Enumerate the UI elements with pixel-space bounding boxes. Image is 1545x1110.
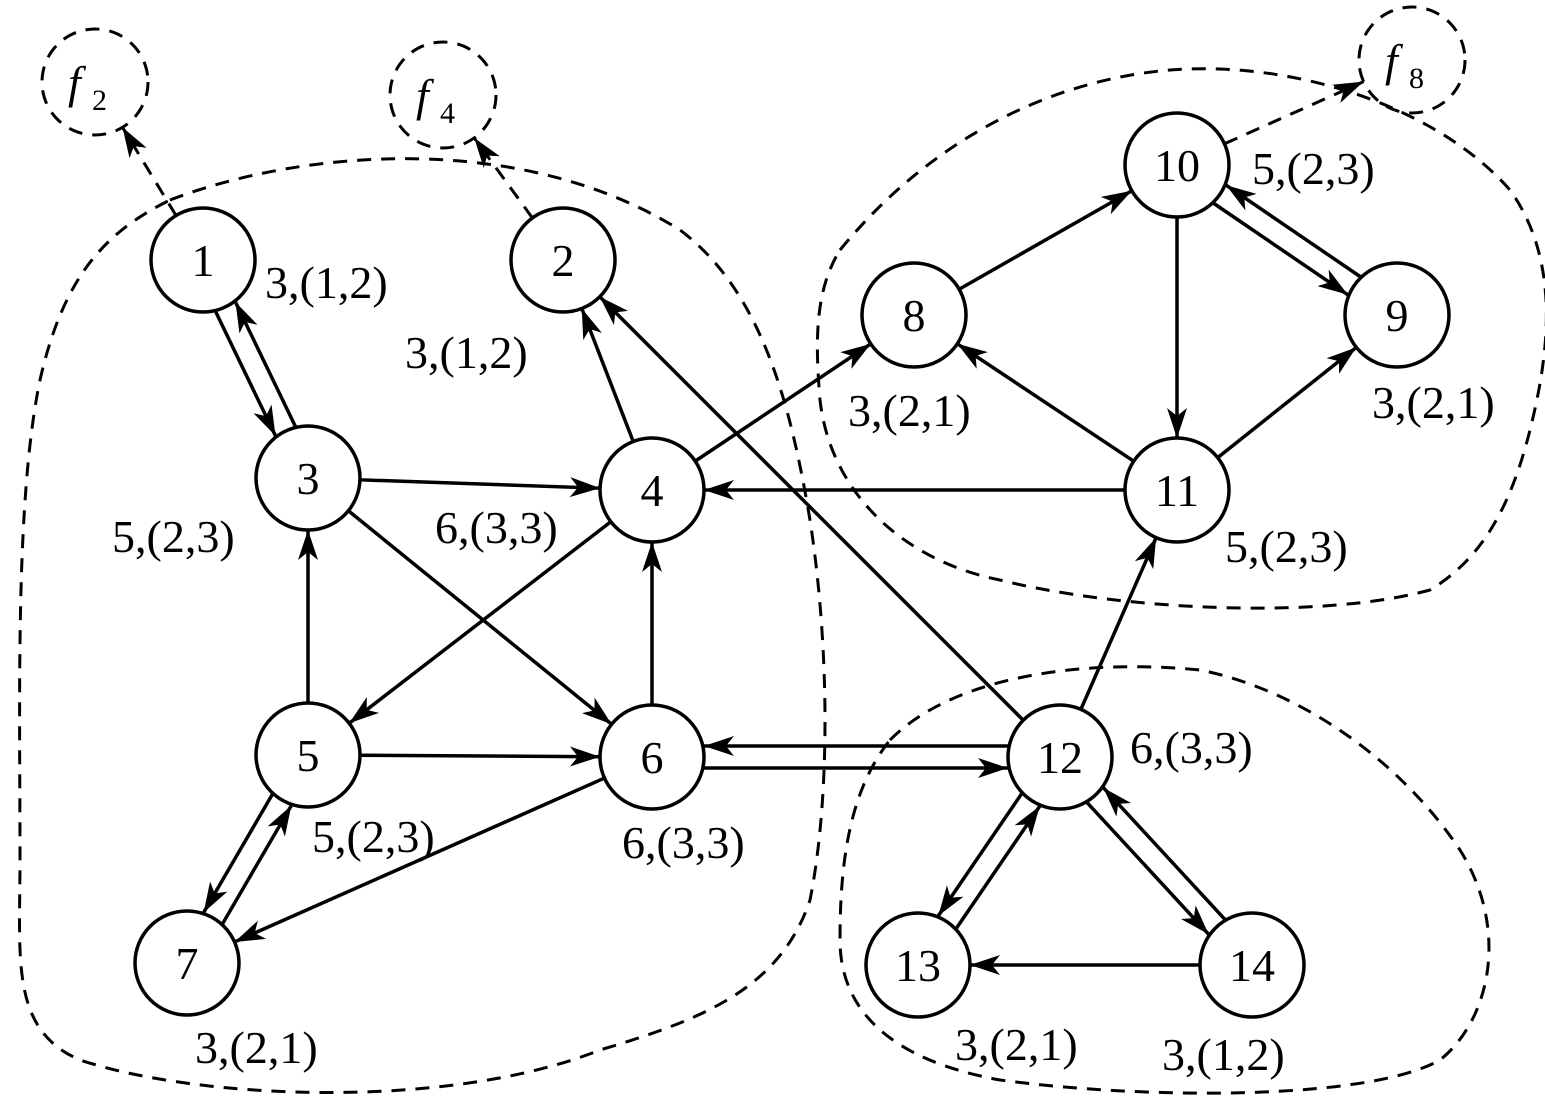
node-13-label: 13 xyxy=(895,940,941,991)
virtual-node-f8-letter: f xyxy=(1385,35,1404,86)
node-4-circle xyxy=(598,436,706,544)
edge-1-to-3 xyxy=(214,310,278,437)
virtual-node-f2-subscript: 2 xyxy=(92,84,107,117)
virtual-node-f4-subscript: 4 xyxy=(440,97,455,130)
node-12-label: 12 xyxy=(1037,732,1083,783)
node-3-label: 3 xyxy=(297,453,320,504)
node-12: 12 xyxy=(1006,703,1114,811)
virtual-node-f2-letter: f xyxy=(68,57,87,108)
node-10: 10 xyxy=(1123,111,1231,219)
node-10-attr-label: 5,(2,3) xyxy=(1252,143,1375,194)
edge-11-to-9 xyxy=(1216,346,1358,459)
node-10-circle xyxy=(1123,111,1231,219)
edge-4-to-5 xyxy=(348,520,612,725)
edges xyxy=(202,183,1362,975)
node-9-circle xyxy=(1343,261,1451,369)
node-4-attr-label: 6,(3,3) xyxy=(435,502,558,553)
node-7: 7 xyxy=(133,909,241,1017)
node-3-attr-label: 5,(2,3) xyxy=(112,511,235,562)
node-5: 5 xyxy=(254,701,362,809)
node-5-circle xyxy=(254,701,362,809)
node-8-attr-label: 3,(2,1) xyxy=(848,385,971,436)
edge-6-to-7 xyxy=(233,776,606,944)
edge-3-to-6 xyxy=(347,509,613,726)
node-11-attr-label: 5,(2,3) xyxy=(1225,521,1348,572)
node-10-label: 10 xyxy=(1154,140,1200,191)
node-3-circle xyxy=(254,424,362,532)
node-2-label: 2 xyxy=(552,235,575,286)
edge-5-to-6 xyxy=(359,746,601,767)
node-12-attr-label: 6,(3,3) xyxy=(1130,722,1253,773)
edge-12-to-14 xyxy=(1085,801,1210,936)
node-1-attr-label: 3,(1,2) xyxy=(265,257,388,308)
region-lower-right-boundary xyxy=(838,665,1491,1095)
virtual-edge-1-to-f2 xyxy=(121,126,178,217)
node-7-label: 7 xyxy=(176,938,199,989)
virtual-node-f8: f 8 xyxy=(1357,5,1467,115)
edge-14-to-12 xyxy=(1102,786,1227,921)
virtual-edges xyxy=(121,80,1365,219)
node-6: 6 xyxy=(598,703,706,811)
edge-12-to-2 xyxy=(598,295,1025,722)
node-2-attr-label: 3,(1,2) xyxy=(405,327,528,378)
node-13-attr-label: 3,(2,1) xyxy=(955,1019,1078,1070)
node-3: 3 xyxy=(254,424,362,532)
node-13-circle xyxy=(864,911,972,1019)
node-9-attr-label: 3,(2,1) xyxy=(1372,377,1495,428)
region-left-boundary xyxy=(18,157,827,1094)
virtual-node-f4: f 4 xyxy=(388,40,498,150)
edge-11-to-8 xyxy=(956,342,1135,463)
node-11-label: 11 xyxy=(1155,465,1199,516)
edge-12-to-11 xyxy=(1079,536,1158,711)
edge-3-to-4 xyxy=(359,477,601,498)
edge-8-to-10 xyxy=(958,189,1133,291)
node-2: 2 xyxy=(509,206,617,314)
node-6-circle xyxy=(598,703,706,811)
virtual-node-f2: f 2 xyxy=(40,27,150,137)
node-11-circle xyxy=(1123,436,1231,544)
node-2-circle xyxy=(509,206,617,314)
node-8-circle xyxy=(860,261,968,369)
node-11: 11 xyxy=(1123,436,1231,544)
node-14-circle xyxy=(1198,911,1306,1019)
edge-4-to-8 xyxy=(694,342,872,463)
edge-12-to-13 xyxy=(936,792,1024,917)
node-5-attr-label: 5,(2,3) xyxy=(312,811,435,862)
node-14-attr-label: 3,(1,2) xyxy=(1162,1029,1285,1080)
region-upper-right-boundary xyxy=(815,67,1545,610)
node-4-label: 4 xyxy=(641,465,664,516)
virtual-node-f4-letter: f xyxy=(416,70,435,121)
node-7-circle xyxy=(133,909,241,1017)
edge-10-to-9 xyxy=(1212,201,1349,297)
node-12-circle xyxy=(1006,703,1114,811)
node-14-label: 14 xyxy=(1229,940,1275,991)
node-8-label: 8 xyxy=(903,290,926,341)
node-8: 8 xyxy=(860,261,968,369)
edge-5-to-7 xyxy=(202,793,274,914)
node-4: 4 xyxy=(598,436,706,544)
node-13: 13 xyxy=(864,911,972,1019)
node-1-label: 1 xyxy=(192,235,215,286)
edge-4-to-2 xyxy=(580,307,635,443)
node-9: 9 xyxy=(1343,261,1451,369)
node-5-label: 5 xyxy=(297,730,320,781)
node-1-circle xyxy=(149,206,257,314)
node-14: 14 xyxy=(1198,911,1306,1019)
node-7-attr-label: 3,(2,1) xyxy=(195,1022,318,1073)
node-6-label: 6 xyxy=(641,732,664,783)
virtual-node-f8-subscript: 8 xyxy=(1409,62,1424,95)
node-6-attr-label: 6,(3,3) xyxy=(622,817,745,868)
edge-13-to-12 xyxy=(954,805,1042,930)
virtual-edge-2-to-f4 xyxy=(472,136,534,219)
edge-3-to-1 xyxy=(233,301,297,428)
node-1: 1 xyxy=(149,206,257,314)
edge-9-to-10 xyxy=(1225,183,1362,279)
virtual-edge-10-to-f8 xyxy=(1223,80,1365,146)
node-9-label: 9 xyxy=(1386,290,1409,341)
edge-7-to-5 xyxy=(221,804,293,925)
